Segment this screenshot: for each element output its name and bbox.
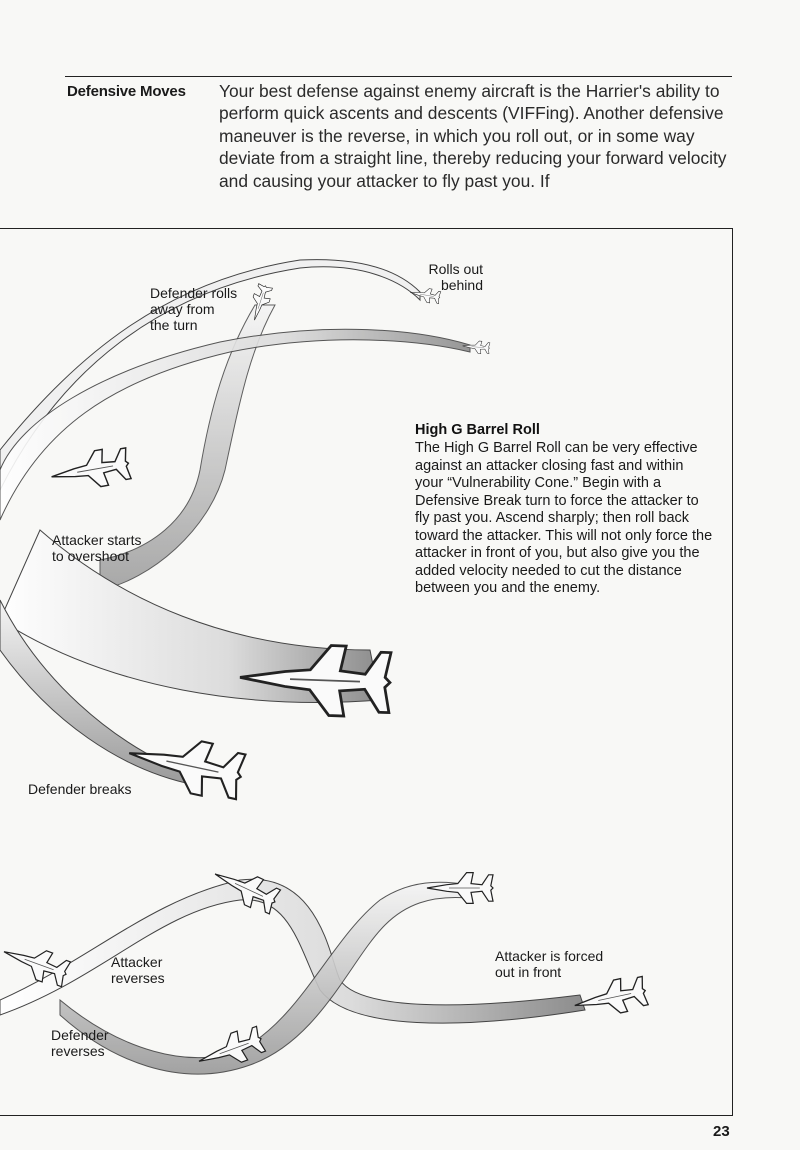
- label-rolls-out: Rolls out behind: [423, 261, 483, 293]
- callout-body: The High G Barrel Roll can be very effec…: [415, 440, 715, 598]
- label-defender-breaks: Defender breaks: [28, 781, 132, 797]
- callout-title: High G Barrel Roll: [415, 422, 540, 438]
- label-attacker-reverses: Attacker reverses: [111, 954, 165, 986]
- label-defender-reverses: Defender reverses: [51, 1027, 109, 1059]
- label-attacker-overshoot: Attacker starts to overshoot: [52, 532, 141, 564]
- barrel-roll-ribbon: [0, 260, 470, 785]
- page-number: 23: [713, 1123, 730, 1140]
- label-attacker-forced: Attacker is forced out in front: [495, 948, 603, 980]
- label-defender-rolls: Defender rolls away from the turn: [150, 285, 237, 333]
